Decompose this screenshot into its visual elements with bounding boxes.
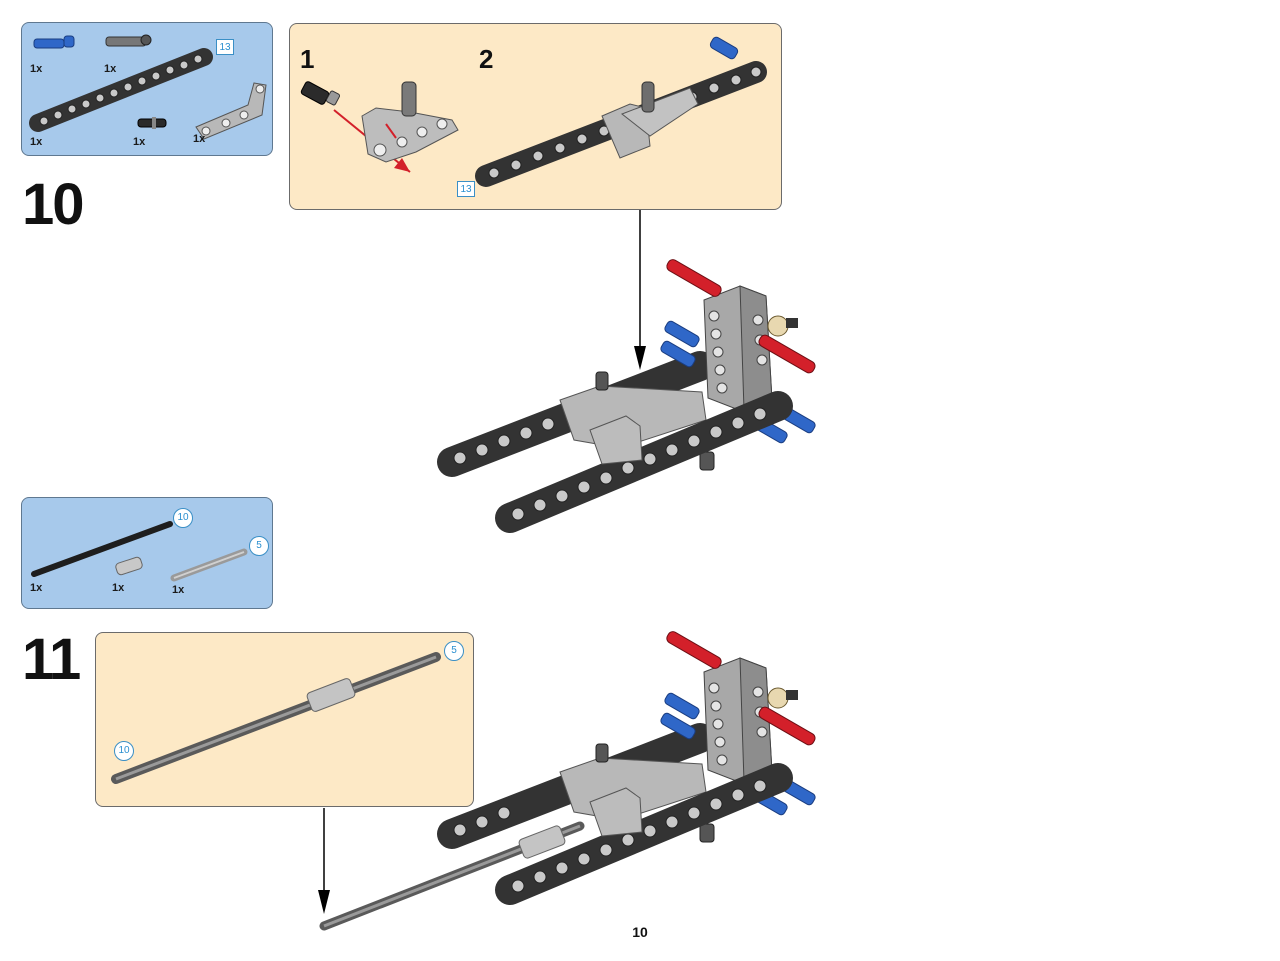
grey-angled-beam-icon bbox=[195, 82, 267, 140]
page-number: 10 bbox=[632, 924, 648, 940]
step11-parts-illustration bbox=[31, 521, 248, 582]
step11-parts-box: 10 5 1x 1x 1x bbox=[21, 497, 273, 609]
qty-label: 1x bbox=[193, 133, 206, 145]
step10-model bbox=[437, 259, 816, 533]
qty-label: 1x bbox=[104, 63, 117, 75]
step11-model bbox=[319, 631, 816, 931]
length-badge: 10 bbox=[114, 741, 134, 761]
sub-step-number: 1 bbox=[300, 44, 315, 74]
black-beam-icon bbox=[29, 48, 213, 132]
length-badge: 13 bbox=[457, 181, 475, 197]
length-badge: 13 bbox=[216, 39, 234, 55]
step10-parts-box: 1x 1x 13 1x 1x 1x bbox=[21, 22, 273, 156]
black-axle-icon bbox=[31, 521, 173, 577]
step11-sub-illustration bbox=[111, 652, 441, 784]
combined-axle-drawing bbox=[111, 652, 441, 784]
length-badge: 5 bbox=[249, 536, 269, 556]
step10-sub-illustration bbox=[300, 36, 767, 187]
sub-step-2-drawing bbox=[475, 36, 767, 187]
qty-label: 1x bbox=[112, 582, 125, 594]
grey-connector-icon bbox=[115, 556, 143, 576]
step11-sub-assembly-box: 5 10 bbox=[95, 632, 474, 807]
qty-label: 1x bbox=[172, 584, 185, 596]
qty-label: 1x bbox=[133, 136, 146, 148]
sub-step-1-drawing bbox=[300, 81, 459, 173]
qty-label: 1x bbox=[30, 63, 43, 75]
blue-axle-pin-icon bbox=[33, 35, 75, 49]
step10-parts-illustration bbox=[29, 34, 267, 140]
step-number: 10 bbox=[22, 172, 84, 237]
step10-sub-assembly-box: 1 2 13 bbox=[289, 23, 782, 210]
grey-axle-icon bbox=[170, 548, 248, 582]
arrowhead-icon bbox=[318, 890, 330, 914]
sub-step-number: 2 bbox=[479, 44, 494, 74]
qty-label: 1x bbox=[30, 136, 43, 148]
step-number: 11 bbox=[22, 627, 81, 692]
length-badge: 5 bbox=[444, 641, 464, 661]
length-badge: 10 bbox=[173, 508, 193, 528]
dark-grey-pin-icon bbox=[105, 34, 152, 47]
qty-label: 1x bbox=[30, 582, 43, 594]
arrowhead-icon bbox=[634, 346, 646, 370]
black-friction-pin-icon bbox=[137, 117, 167, 129]
